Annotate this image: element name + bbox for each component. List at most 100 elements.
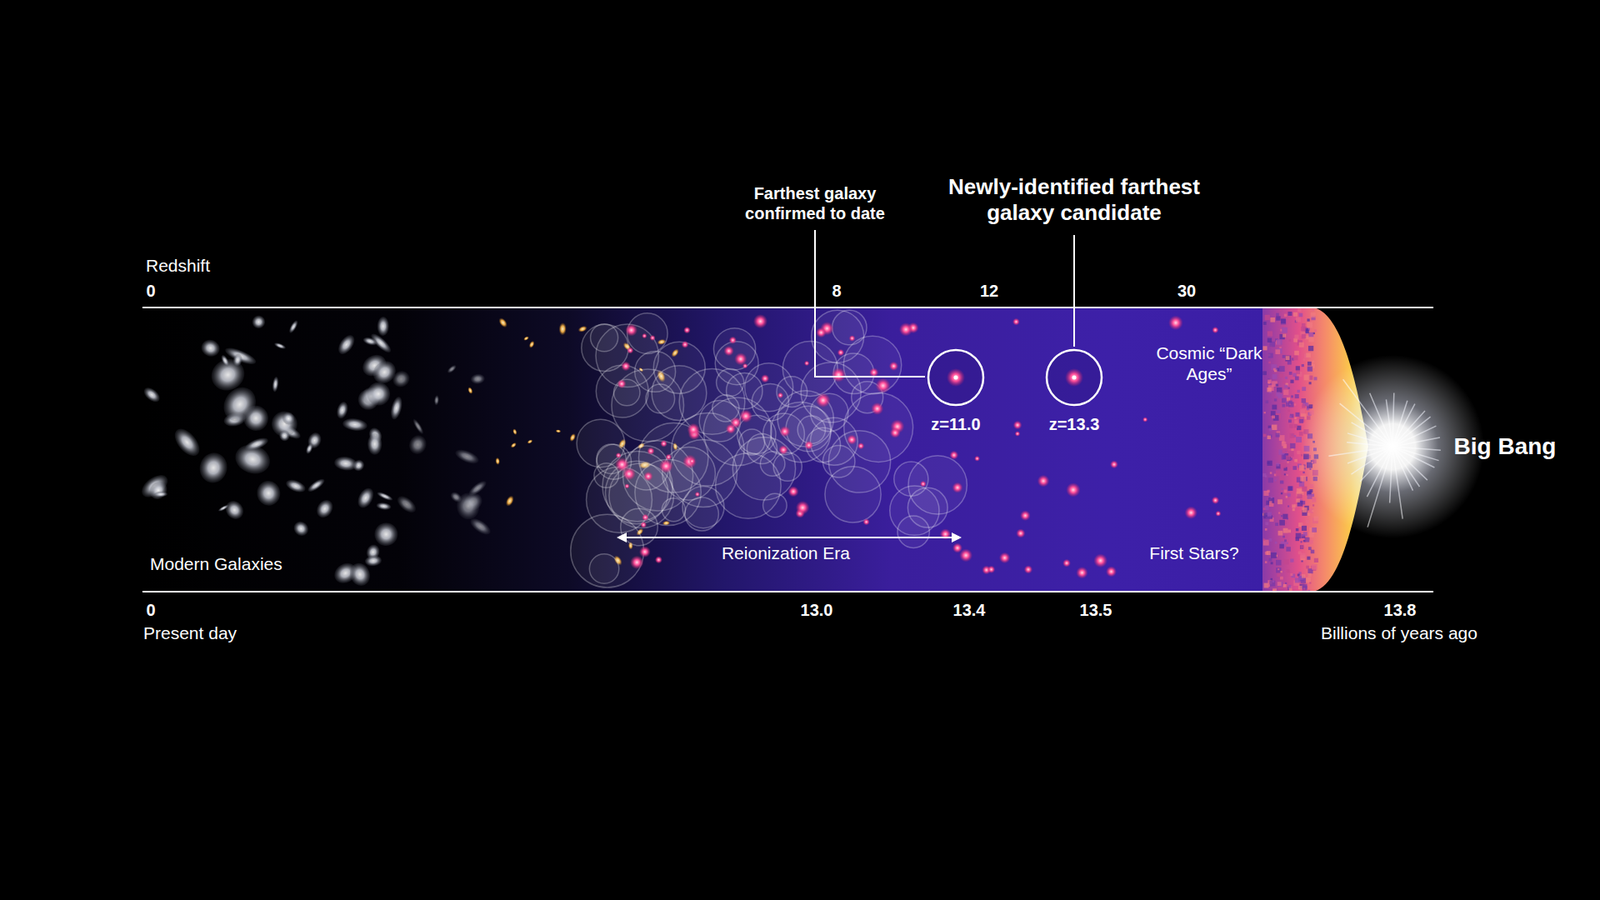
- galaxy: [455, 491, 481, 520]
- galaxy: [255, 479, 282, 507]
- cmb-spot: [1314, 515, 1320, 521]
- galaxy: [305, 442, 315, 455]
- galaxy: [434, 395, 440, 406]
- cmb-spot: [1283, 559, 1289, 565]
- cmb-spot: [1281, 488, 1284, 490]
- young-galaxy: [688, 457, 695, 465]
- galaxy: [280, 410, 298, 428]
- young-galaxy: [795, 500, 810, 515]
- cmb-spot: [1277, 568, 1280, 570]
- cmb-spot: [1282, 514, 1288, 520]
- cmb-spot: [1299, 313, 1303, 317]
- young-galaxy: [615, 457, 630, 472]
- young-galaxy: [640, 521, 647, 529]
- cmb-spot: [1311, 510, 1314, 512]
- galaxy: [371, 520, 400, 549]
- cmb-spot: [1270, 496, 1273, 499]
- cmb-spot: [1312, 504, 1315, 506]
- cmb-spot: [1277, 499, 1283, 505]
- galaxy: [558, 322, 567, 336]
- cmb-spot: [1279, 520, 1285, 526]
- cmb-spot: [1295, 498, 1300, 503]
- cmb-spot: [1311, 498, 1316, 503]
- cmb-spot: [1300, 553, 1306, 560]
- cmb-spot: [1267, 461, 1270, 465]
- galaxy: [284, 477, 307, 495]
- cmb-spot: [1285, 455, 1290, 460]
- galaxy: [368, 356, 400, 389]
- cmb-spot: [1270, 410, 1276, 416]
- galaxy: [346, 560, 374, 590]
- young-galaxy: [869, 367, 879, 377]
- young-galaxy: [1015, 528, 1025, 538]
- cmb-spot: [1285, 449, 1289, 452]
- cmb-spot: [1280, 576, 1284, 580]
- cmb-spot: [1265, 528, 1268, 531]
- cmb-spot: [1264, 411, 1266, 414]
- cmb-spot: [1273, 368, 1276, 371]
- cmb-spot: [1292, 465, 1297, 470]
- cmb-spot: [1294, 403, 1296, 405]
- cmb-spot: [1301, 386, 1306, 391]
- cmb-spot: [1287, 387, 1290, 390]
- young-galaxy: [804, 440, 814, 450]
- galaxy: [496, 315, 510, 330]
- galaxy-circle: z=13.3: [1043, 346, 1105, 438]
- redshift-axis: [142, 306, 1434, 309]
- cmb-spot: [1290, 559, 1294, 563]
- cmb-spot: [1287, 505, 1290, 507]
- cmb-spot: [1295, 412, 1300, 417]
- cmb-spot: [1284, 314, 1287, 317]
- cmb-spot: [1288, 419, 1292, 423]
- young-galaxy: [1110, 460, 1119, 469]
- galaxy: [366, 381, 391, 406]
- cmb-spot: [1280, 319, 1286, 325]
- cmb-spot: [1299, 342, 1305, 348]
- arrow-head: [951, 532, 962, 543]
- cmb-spot: [1307, 512, 1311, 516]
- cmb-spot: [1288, 400, 1292, 405]
- young-galaxy: [949, 450, 959, 460]
- young-galaxy: [683, 326, 691, 335]
- cmb-spot: [1307, 366, 1313, 372]
- ionized-bubble: [589, 554, 619, 584]
- cmb-spot: [1308, 546, 1312, 550]
- cmb-spot: [1290, 395, 1294, 398]
- cmb-spot: [1284, 473, 1286, 475]
- young-galaxy: [831, 367, 846, 382]
- young-galaxy: [815, 327, 826, 338]
- cmb-spot: [1295, 376, 1300, 381]
- galaxy: [568, 432, 577, 443]
- galaxy: [335, 400, 350, 420]
- young-galaxy: [999, 552, 1011, 565]
- axis-title: Present day: [143, 622, 237, 644]
- cmb-spot: [1293, 312, 1298, 317]
- young-galaxy: [1013, 420, 1023, 430]
- cmb-spot: [1271, 415, 1275, 419]
- cmb-spot: [1295, 370, 1300, 375]
- young-galaxy: [639, 545, 651, 558]
- cmb-spot: [1280, 515, 1283, 517]
- cmb-spot: [1305, 520, 1310, 524]
- young-galaxy: [815, 393, 830, 408]
- galaxy: [313, 496, 336, 521]
- young-galaxy: [681, 340, 690, 349]
- galaxy: [305, 476, 326, 495]
- cmb-spot: [1311, 363, 1315, 367]
- cmb-spot: [1311, 564, 1318, 570]
- young-galaxy: [641, 514, 650, 522]
- cmb-spot: [1275, 470, 1282, 476]
- young-galaxy: [987, 565, 995, 574]
- cmb-spot: [1300, 560, 1303, 562]
- young-galaxy: [804, 360, 810, 366]
- circle-outline: [1043, 346, 1105, 409]
- cmb-spot: [1291, 504, 1295, 508]
- cmb-spot: [1265, 515, 1268, 517]
- cmb-spot: [1266, 490, 1270, 493]
- galaxy: [145, 478, 170, 504]
- cmb-spot: [1265, 400, 1269, 404]
- cmb-spot: [1308, 508, 1314, 514]
- cmb-spot: [1275, 384, 1279, 387]
- cmb-spot: [1285, 546, 1290, 551]
- cmb-spot: [1285, 355, 1291, 362]
